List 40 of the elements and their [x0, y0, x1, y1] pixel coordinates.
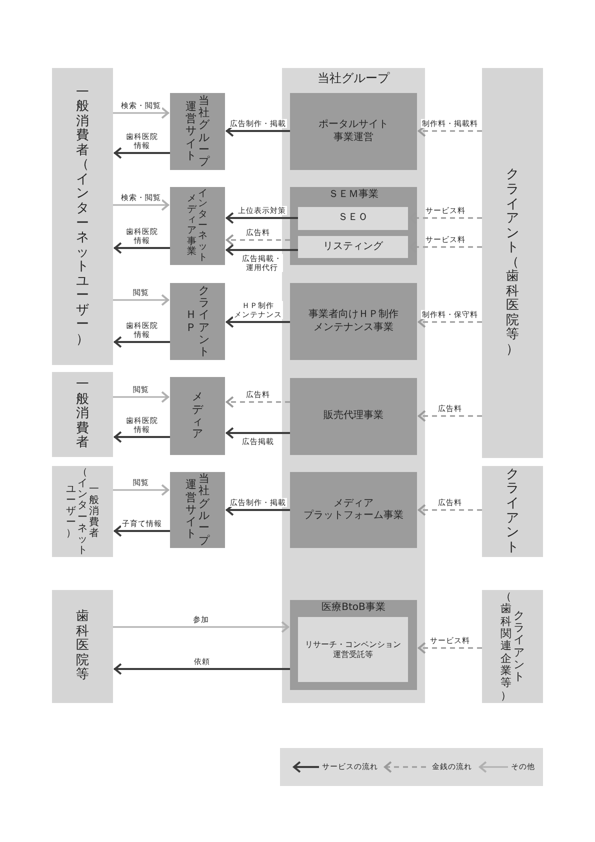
- arrow: [114, 431, 170, 443]
- arrow: [418, 504, 482, 516]
- business-box: ポータルサイト事業運営: [290, 93, 417, 170]
- panel-title: 医療BtoB事業: [320, 602, 386, 614]
- arrow: [113, 484, 169, 496]
- panel-title: 当社グループ: [316, 71, 391, 86]
- business-box: リサーチ・コンベンション運営受託等: [298, 617, 408, 682]
- service-box: メディア: [170, 377, 225, 455]
- arrow: [113, 199, 169, 211]
- arrow: [418, 642, 482, 654]
- arrow: [226, 316, 290, 328]
- business-box: 事業者向けＨＰ制作メンテナンス事業: [290, 283, 417, 360]
- party-box: 歯科医院等: [52, 590, 113, 703]
- arrow: [418, 410, 482, 422]
- arrow: [114, 336, 170, 348]
- arrow: [114, 663, 290, 675]
- party-box: クライアント: [482, 466, 543, 557]
- party-box: 一般消費者: [52, 372, 113, 457]
- arrow: [114, 242, 170, 254]
- arrow: [114, 525, 170, 537]
- arrow: [226, 244, 298, 256]
- business-panel: [290, 187, 417, 265]
- business-panel: [290, 600, 417, 690]
- party-box: 一般消費者（インターネットユーザー）: [52, 68, 113, 365]
- business-box: リスティング: [298, 236, 408, 258]
- arrow: [226, 234, 290, 246]
- arrow: [113, 107, 169, 119]
- arrow: [226, 396, 290, 408]
- service-box: クライアントＨＰ: [170, 283, 225, 360]
- party-box: クライアント（歯科医院等）: [482, 68, 543, 458]
- panel-title: ＳＥＭ事業: [328, 189, 380, 202]
- arrow: [113, 391, 169, 403]
- business-box: 販売代理事業: [290, 378, 417, 455]
- arrow: [226, 212, 298, 224]
- business-box: メディアプラットフォーム事業: [290, 472, 417, 548]
- arrow: [226, 427, 290, 439]
- arrow: [114, 147, 170, 159]
- arrow: [113, 294, 169, 306]
- business-box: ＳＥＯ: [298, 207, 408, 230]
- arrow: [113, 621, 289, 633]
